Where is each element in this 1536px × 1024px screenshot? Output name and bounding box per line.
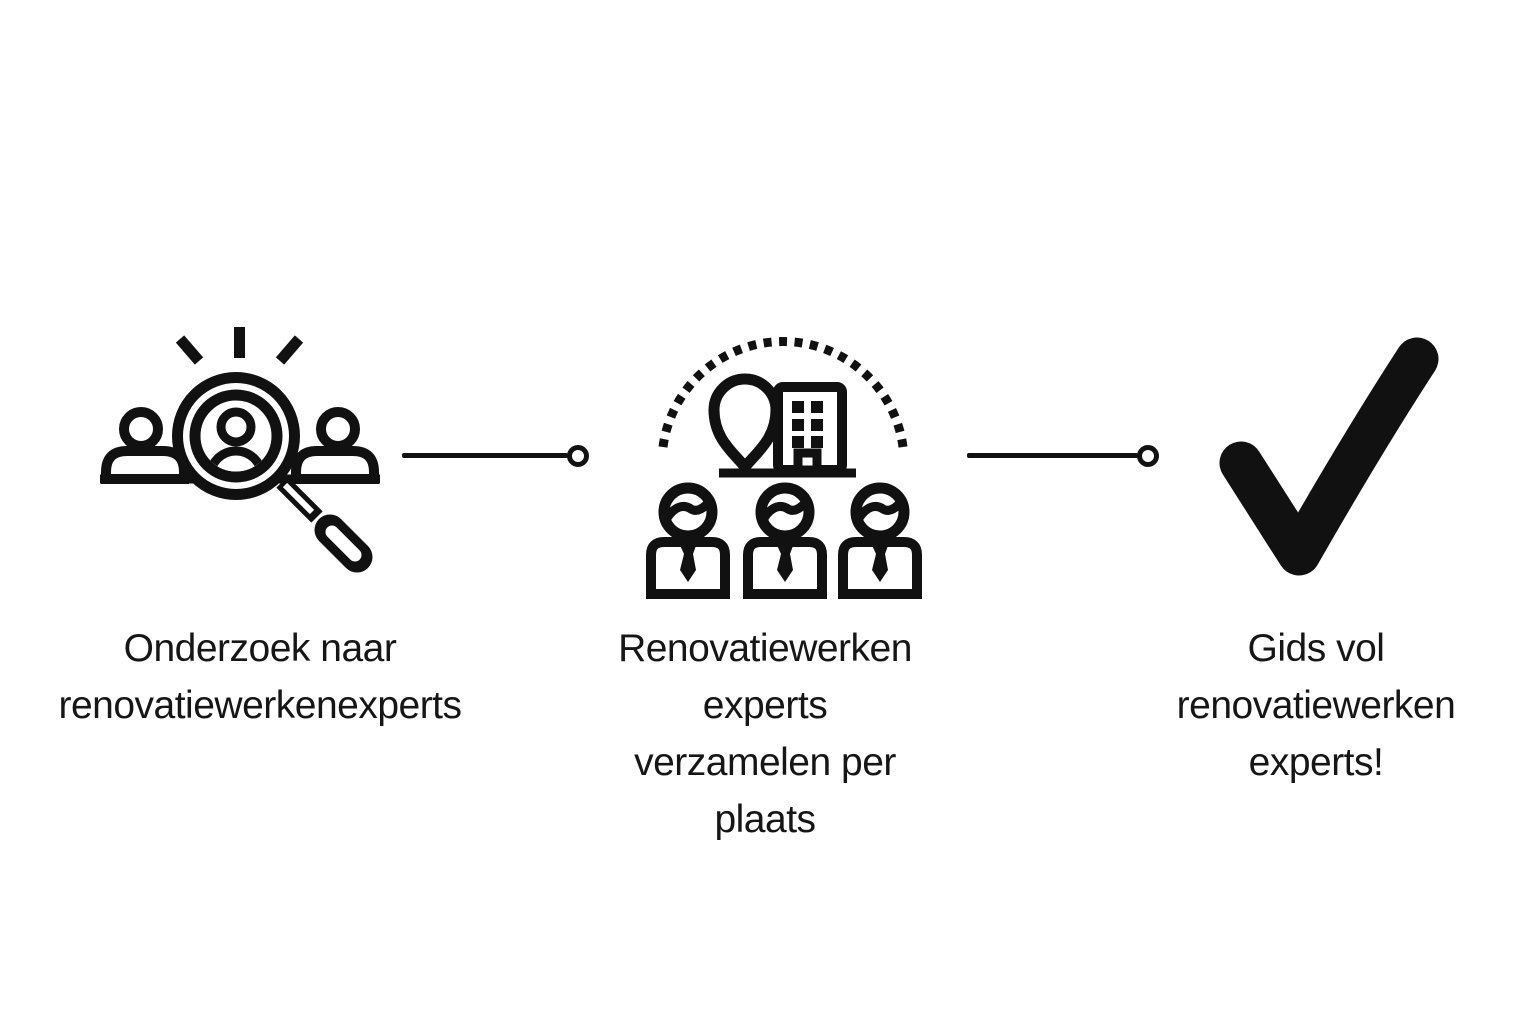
expert-person — [743, 482, 827, 599]
connector-dot-1 — [567, 445, 589, 467]
people-search-icon — [100, 327, 380, 573]
label-line: Renovatiewerken — [618, 627, 912, 670]
connector-line-1 — [402, 453, 568, 458]
step-label-verzamelen: Renovatiewerken experts verzamelen per p… — [565, 620, 965, 848]
label-line: renovatiewerkenexperts — [58, 684, 462, 727]
checkmark-icon — [1219, 337, 1439, 576]
label-line: Gids vol — [1247, 627, 1385, 670]
step-label-gids: Gids vol renovatiewerken experts! — [1116, 620, 1516, 791]
label-line: experts — [702, 684, 828, 727]
label-line: plaats — [714, 798, 816, 841]
label-line: verzamelen per — [634, 741, 896, 784]
expert-person — [838, 482, 922, 599]
label-line: renovatiewerken — [1176, 684, 1456, 727]
experts-per-place-icon — [646, 337, 922, 599]
step-label-onderzoek: Onderzoek naar renovatiewerkenexperts — [20, 620, 500, 734]
expert-person — [646, 482, 730, 599]
label-line: experts! — [1248, 741, 1384, 784]
connector-dot-2 — [1137, 445, 1159, 467]
connector-line-2 — [967, 453, 1138, 458]
label-line: Onderzoek naar — [123, 627, 397, 670]
